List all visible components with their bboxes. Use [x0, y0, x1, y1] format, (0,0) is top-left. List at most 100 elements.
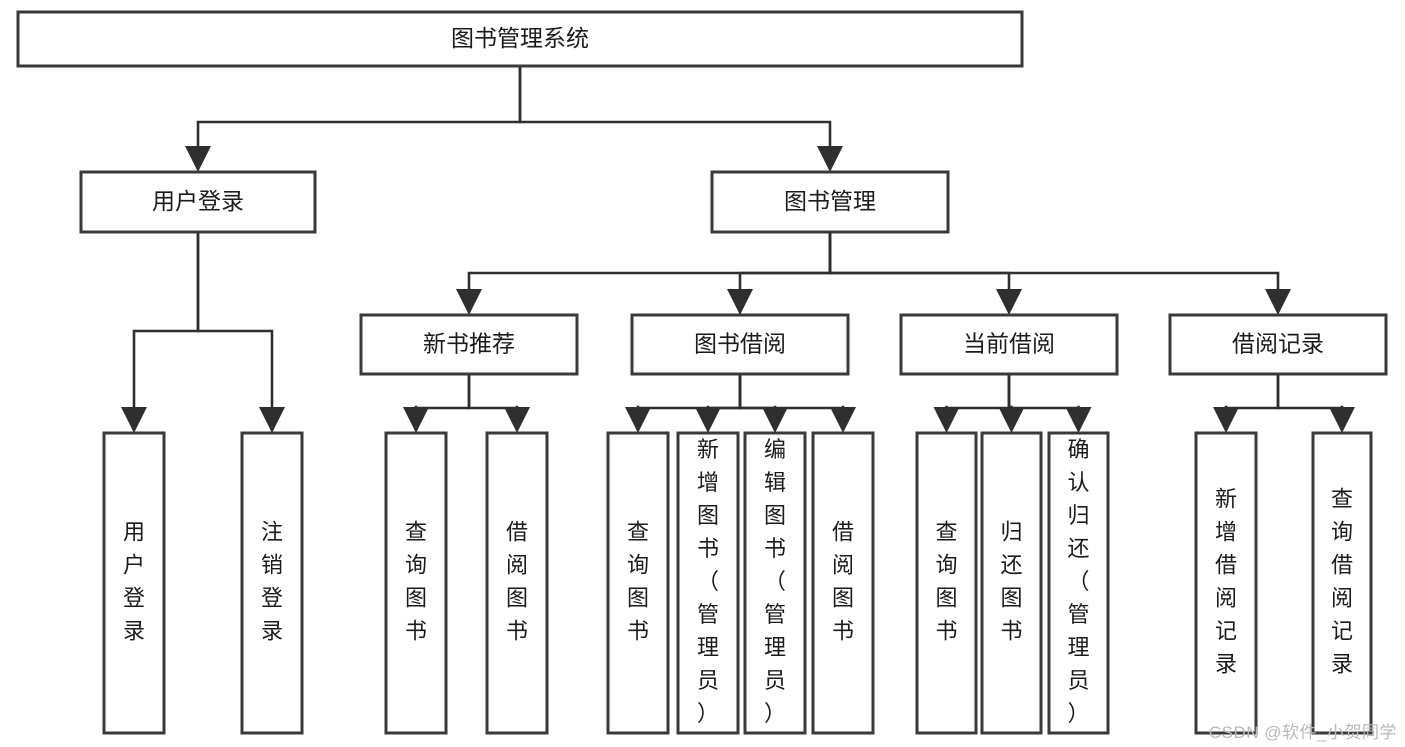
edge-borrow-to-query — [625, 372, 742, 433]
node-box[interactable] — [485, 431, 549, 735]
node-box[interactable] — [16, 10, 1024, 68]
node-label: 归还图书 — [1000, 519, 1022, 643]
arrow-icon — [504, 407, 530, 433]
node-label: 新书推荐 — [423, 331, 515, 357]
arrow-icon — [185, 146, 211, 172]
node-l3-1[interactable]: 新书推荐 — [359, 313, 579, 376]
node-box[interactable] — [980, 431, 1043, 735]
node-label: 图书管理系统 — [451, 25, 589, 51]
edge-current-to-return — [998, 372, 1025, 433]
node-l3-3[interactable]: 当前借阅 — [899, 313, 1119, 376]
node-box[interactable] — [1194, 431, 1258, 735]
node-box[interactable] — [1047, 431, 1110, 735]
arrow-icon — [830, 407, 856, 433]
node-label: 编辑图书（管理员） — [764, 437, 786, 726]
edge-book-mgmt-to-borrow — [727, 230, 832, 315]
node-label: 查询图书 — [627, 519, 649, 643]
node-leaf-2[interactable]: 注销登录 — [240, 431, 304, 735]
arrow-icon — [1265, 289, 1291, 315]
node-box[interactable] — [1168, 313, 1388, 376]
node-box[interactable] — [676, 431, 740, 735]
arrow-icon — [1065, 407, 1092, 433]
node-box[interactable] — [710, 170, 950, 234]
edge-new-book-to-query — [403, 372, 471, 433]
edge-current-to-confirm — [1007, 372, 1092, 433]
node-box[interactable] — [899, 313, 1119, 376]
arrow-icon — [121, 407, 147, 433]
node-leaf-9[interactable]: 查询图书 — [915, 431, 978, 735]
node-label: 注销登录 — [261, 519, 283, 643]
node-box[interactable] — [359, 313, 579, 376]
edge-user-login-to-logout — [196, 230, 285, 433]
arrow-icon — [1329, 407, 1355, 433]
edge-borrow-to-edit — [738, 372, 788, 433]
node-box[interactable] — [811, 431, 875, 735]
node-leaf-10[interactable]: 归还图书 — [980, 431, 1043, 735]
node-root[interactable]: 图书管理系统 — [16, 10, 1024, 68]
node-leaf-7[interactable]: 编辑图书（管理员） — [743, 431, 807, 735]
edge-root-to-user-login — [185, 64, 522, 172]
edge-book-mgmt-to-records — [828, 230, 1291, 315]
node-box[interactable] — [1311, 431, 1373, 735]
node-label: 当前借阅 — [963, 331, 1055, 357]
node-label: 新增借阅记录 — [1215, 486, 1237, 676]
node-l3-2[interactable]: 图书借阅 — [630, 313, 850, 376]
node-label: 借阅图书 — [832, 519, 854, 643]
arrow-icon — [403, 407, 429, 433]
node-label: 查询借阅记录 — [1331, 486, 1353, 676]
arrow-icon — [259, 407, 285, 433]
csdn-watermark: CSDN @软件_小贺同学 — [1208, 723, 1397, 742]
node-leaf-8[interactable]: 借阅图书 — [811, 431, 875, 735]
edges-layer — [121, 64, 1355, 433]
node-label: 借阅记录 — [1232, 331, 1324, 357]
node-l2-1[interactable]: 用户登录 — [79, 170, 317, 234]
node-box[interactable] — [743, 431, 807, 735]
node-leaf-12[interactable]: 新增借阅记录 — [1194, 431, 1258, 735]
node-label: 查询图书 — [405, 519, 427, 643]
node-label: 用户登录 — [123, 519, 145, 643]
node-label: 用户登录 — [152, 188, 244, 214]
edge-borrow-to-add — [695, 372, 742, 433]
node-label: 新增图书（管理员） — [697, 437, 719, 726]
node-leaf-6[interactable]: 新增图书（管理员） — [676, 431, 740, 735]
edge-current-to-query — [933, 372, 1011, 433]
arrow-icon — [996, 289, 1022, 315]
edge-records-to-add — [1213, 372, 1280, 433]
node-leaf-1[interactable]: 用户登录 — [102, 431, 166, 735]
node-leaf-3[interactable]: 查询图书 — [384, 431, 448, 735]
arrow-icon — [625, 407, 651, 433]
arrow-icon — [817, 146, 843, 172]
node-label: 确认归还（管理员） — [1067, 437, 1089, 726]
arrow-icon — [695, 407, 721, 433]
node-l2-2[interactable]: 图书管理 — [710, 170, 950, 234]
node-leaf-5[interactable]: 查询图书 — [606, 431, 670, 735]
node-label: 图书借阅 — [694, 331, 786, 357]
edge-borrow-to-lend — [738, 372, 856, 433]
arrow-icon — [727, 289, 753, 315]
node-box[interactable] — [630, 313, 850, 376]
node-label: 查询图书 — [935, 519, 957, 643]
node-leaf-11[interactable]: 确认归还（管理员） — [1047, 431, 1110, 735]
node-box[interactable] — [102, 431, 166, 735]
node-leaf-13[interactable]: 查询借阅记录 — [1311, 431, 1373, 735]
arrow-icon — [998, 407, 1025, 433]
arrow-icon — [456, 289, 482, 315]
node-box[interactable] — [79, 170, 317, 234]
node-l3-4[interactable]: 借阅记录 — [1168, 313, 1388, 376]
node-box[interactable] — [606, 431, 670, 735]
arrow-icon — [933, 407, 960, 433]
arrow-icon — [762, 407, 788, 433]
node-box[interactable] — [240, 431, 304, 735]
edge-new-book-to-borrow — [467, 372, 530, 433]
arrow-icon — [1213, 407, 1239, 433]
node-label: 图书管理 — [784, 188, 876, 214]
node-leaf-4[interactable]: 借阅图书 — [485, 431, 549, 735]
node-box[interactable] — [384, 431, 448, 735]
edge-user-login-to-login — [121, 230, 200, 433]
node-box[interactable] — [915, 431, 978, 735]
edge-records-to-query — [1276, 372, 1355, 433]
edge-root-to-book-mgmt — [518, 64, 843, 172]
nodes-layer: 图书管理系统用户登录图书管理新书推荐图书借阅当前借阅借阅记录用户登录注销登录查询… — [16, 10, 1388, 735]
